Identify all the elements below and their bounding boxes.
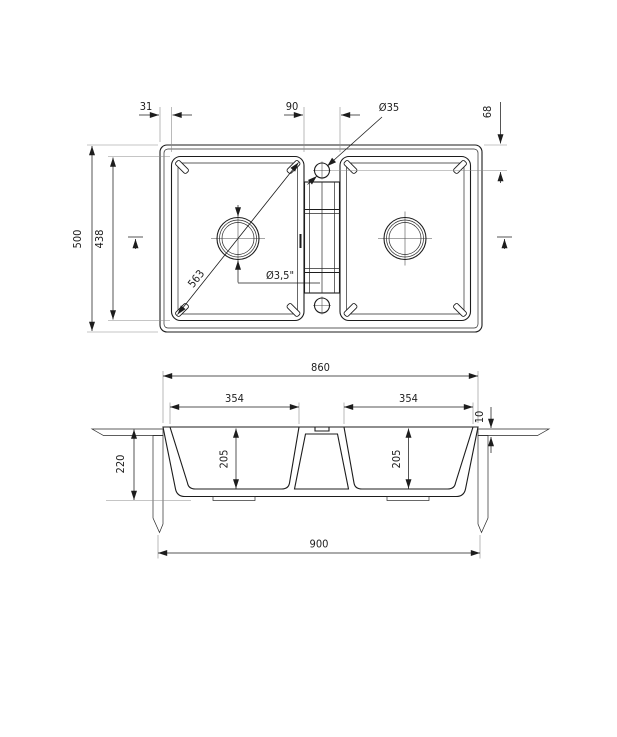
- cabinet-side-left: [152, 435, 164, 534]
- dim-tap-hole-d35: Ø35: [307, 101, 399, 185]
- dim-bowl-length-438: 438: [93, 157, 116, 320]
- corner-chamfer: [343, 303, 358, 317]
- dim-label-90: 90: [286, 100, 299, 113]
- dim-label-31: 31: [140, 100, 153, 113]
- corner-chamfer: [175, 160, 189, 174]
- plan-extension-lines: [87, 107, 507, 333]
- dim-label-205-left: 205: [218, 450, 231, 469]
- dim-label-205-right: 205: [390, 450, 403, 469]
- corner-chamfer: [286, 303, 301, 317]
- dim-label-d35in: Ø3,5": [266, 269, 294, 282]
- tap-hole: [313, 162, 331, 179]
- sink-outline-plan: [159, 144, 483, 333]
- section-extension-lines: [106, 371, 481, 559]
- dim-countertop-thickness-10: 10: [473, 407, 494, 453]
- dim-label-900: 900: [310, 538, 329, 551]
- drain-boss-left: [212, 496, 256, 501]
- dim-label-438: 438: [93, 230, 106, 249]
- center-marker-right: [497, 236, 512, 249]
- dim-label-10: 10: [473, 411, 486, 424]
- drain-boss-right: [386, 496, 430, 501]
- dim-drain-d35in: Ø3,5": [235, 205, 320, 284]
- dim-edge-offset-31: 31: [139, 100, 192, 118]
- dim-divider-width-90: 90: [284, 100, 360, 118]
- dim-label-220: 220: [114, 455, 127, 474]
- right-drain: [378, 211, 432, 266]
- dim-left-bowl-width-354: 354: [170, 392, 299, 410]
- dim-label-68: 68: [481, 106, 494, 119]
- dim-tap-hole-offset-68: 68: [481, 102, 504, 183]
- dim-label-860: 860: [311, 361, 330, 374]
- section-view: 860 354 354 10 220 205 20: [90, 361, 551, 559]
- dim-sink-depth-500: 500: [71, 146, 95, 331]
- dim-label-500: 500: [71, 230, 84, 249]
- countertop: [90, 428, 551, 534]
- countertop-right-slab: [477, 428, 551, 436]
- dim-left-bowl-depth-205: 205: [218, 428, 239, 489]
- dim-cabinet-width-900: 900: [158, 538, 480, 556]
- top-view: 500 438 31 90 Ø35 68: [71, 100, 512, 333]
- dim-right-bowl-width-354: 354: [344, 392, 473, 410]
- bottom-hole: [313, 297, 331, 314]
- corner-chamfer: [453, 303, 467, 317]
- divider-tray: [303, 161, 341, 315]
- cabinet-side-right: [477, 435, 489, 534]
- dim-right-bowl-depth-205: 205: [390, 428, 412, 489]
- dim-label-d35: Ø35: [379, 101, 399, 114]
- dim-sink-width-860: 860: [163, 361, 478, 379]
- dim-sink-height-220: 220: [114, 429, 137, 500]
- center-marker-left: [128, 236, 143, 249]
- dim-label-354-right: 354: [399, 392, 418, 405]
- sink-section-profile: [162, 426, 479, 501]
- dim-label-354-left: 354: [225, 392, 244, 405]
